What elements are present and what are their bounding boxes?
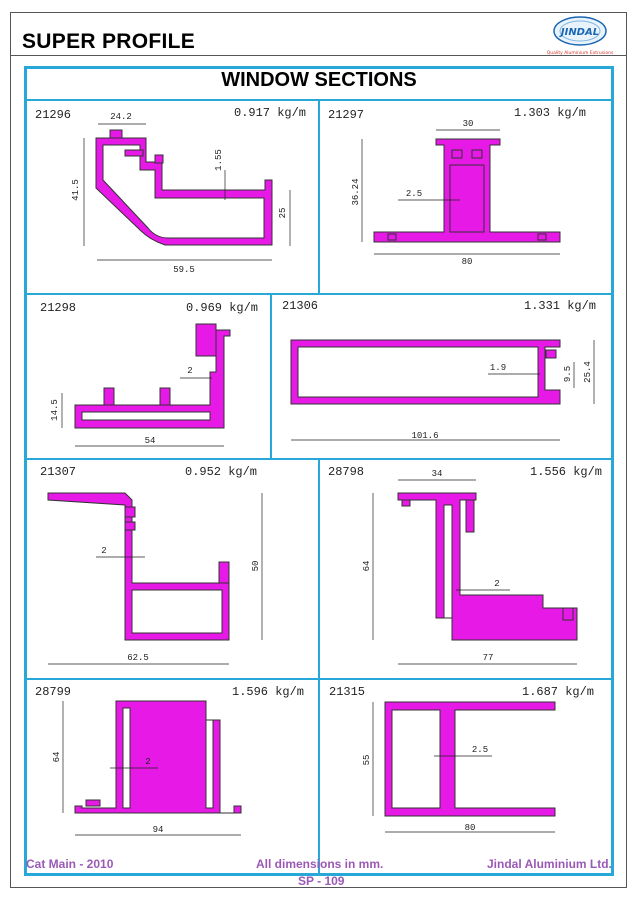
svg-text:101.6: 101.6 <box>411 431 438 441</box>
profile-code: 28798 <box>328 465 365 479</box>
profile-code: 21296 <box>35 108 72 122</box>
footer-catalog: Cat Main - 2010 <box>26 857 114 871</box>
profile-code: 28799 <box>35 685 72 699</box>
profile-21315-drawing: 55 2.5 80 <box>362 701 556 833</box>
profile-weight: 1.596 kg/m <box>232 685 305 699</box>
grid-line <box>318 100 320 294</box>
svg-text:64: 64 <box>52 752 62 763</box>
profile-21296-drawing: 24.2 1.55 41.5 25 59.5 <box>71 112 291 275</box>
logo-text: JINDAL <box>559 27 599 38</box>
svg-text:59.5: 59.5 <box>173 265 195 275</box>
profile-code: 21298 <box>40 301 77 315</box>
profile-weight: 0.917 kg/m <box>234 106 307 120</box>
footer-company: Jindal Aluminium Ltd. <box>487 857 612 871</box>
svg-text:80: 80 <box>462 257 473 267</box>
svg-text:34: 34 <box>432 469 443 479</box>
jindal-logo: JINDAL Quality Aluminium Extrusions <box>547 16 614 56</box>
svg-text:14.5: 14.5 <box>50 399 60 421</box>
profile-weight: 1.303 kg/m <box>514 106 587 120</box>
profile-weight: 1.331 kg/m <box>524 299 597 313</box>
page-title: SUPER PROFILE <box>22 30 196 53</box>
profile-code: 21297 <box>328 108 365 122</box>
profile-weight: 1.556 kg/m <box>530 465 603 479</box>
section-title: WINDOW SECTIONS <box>221 69 417 91</box>
footer-page-number: SP - 109 <box>298 874 345 888</box>
svg-text:62.5: 62.5 <box>127 653 149 663</box>
svg-text:1.9: 1.9 <box>490 363 506 373</box>
profile-weight: 1.687 kg/m <box>522 685 595 699</box>
profile-code: 21315 <box>329 685 366 699</box>
svg-text:36.24: 36.24 <box>351 178 361 205</box>
profile-weight: 0.969 kg/m <box>186 301 259 315</box>
profile-21298-drawing: 2 14.5 54 <box>50 323 231 447</box>
profile-28799-drawing: 64 2 94 <box>52 700 242 836</box>
profile-weight: 0.952 kg/m <box>185 465 258 479</box>
svg-text:25.4: 25.4 <box>583 361 593 383</box>
svg-text:1.55: 1.55 <box>214 149 224 171</box>
svg-text:2.5: 2.5 <box>406 189 422 199</box>
profile-code: 21307 <box>40 465 77 479</box>
profile-code: 21306 <box>282 299 319 313</box>
svg-text:30: 30 <box>463 119 474 129</box>
svg-text:54: 54 <box>145 436 156 446</box>
sections-panel <box>24 66 614 876</box>
svg-text:50: 50 <box>251 561 261 572</box>
footer-units-note: All dimensions in mm. <box>256 857 384 871</box>
grid-line <box>318 459 320 874</box>
profile-21297-drawing: 30 36.24 2.5 80 <box>351 119 561 267</box>
svg-text:24.2: 24.2 <box>110 112 132 122</box>
logo-tagline: Quality Aluminium Extrusions <box>547 50 614 56</box>
grid-line <box>27 293 611 295</box>
svg-text:94: 94 <box>153 825 164 835</box>
svg-text:41.5: 41.5 <box>71 179 81 201</box>
svg-text:64: 64 <box>362 561 372 572</box>
svg-text:55: 55 <box>362 755 372 766</box>
grid-line <box>270 294 272 459</box>
svg-text:25: 25 <box>278 208 288 219</box>
svg-text:2: 2 <box>494 579 499 589</box>
svg-text:77: 77 <box>483 653 494 663</box>
svg-text:2: 2 <box>101 546 106 556</box>
profile-21307-drawing: 2 50 62.5 <box>47 492 263 665</box>
svg-text:2: 2 <box>187 366 192 376</box>
svg-text:2: 2 <box>145 757 150 767</box>
profile-28798-drawing: 34 64 2 77 <box>362 469 578 665</box>
svg-text:80: 80 <box>465 823 476 833</box>
svg-text:2.5: 2.5 <box>472 745 488 755</box>
profile-21306-drawing: 1.9 9.5 25.4 101.6 <box>290 339 595 441</box>
header-bar <box>10 12 627 56</box>
svg-text:9.5: 9.5 <box>563 366 573 382</box>
page-frame <box>10 12 627 888</box>
